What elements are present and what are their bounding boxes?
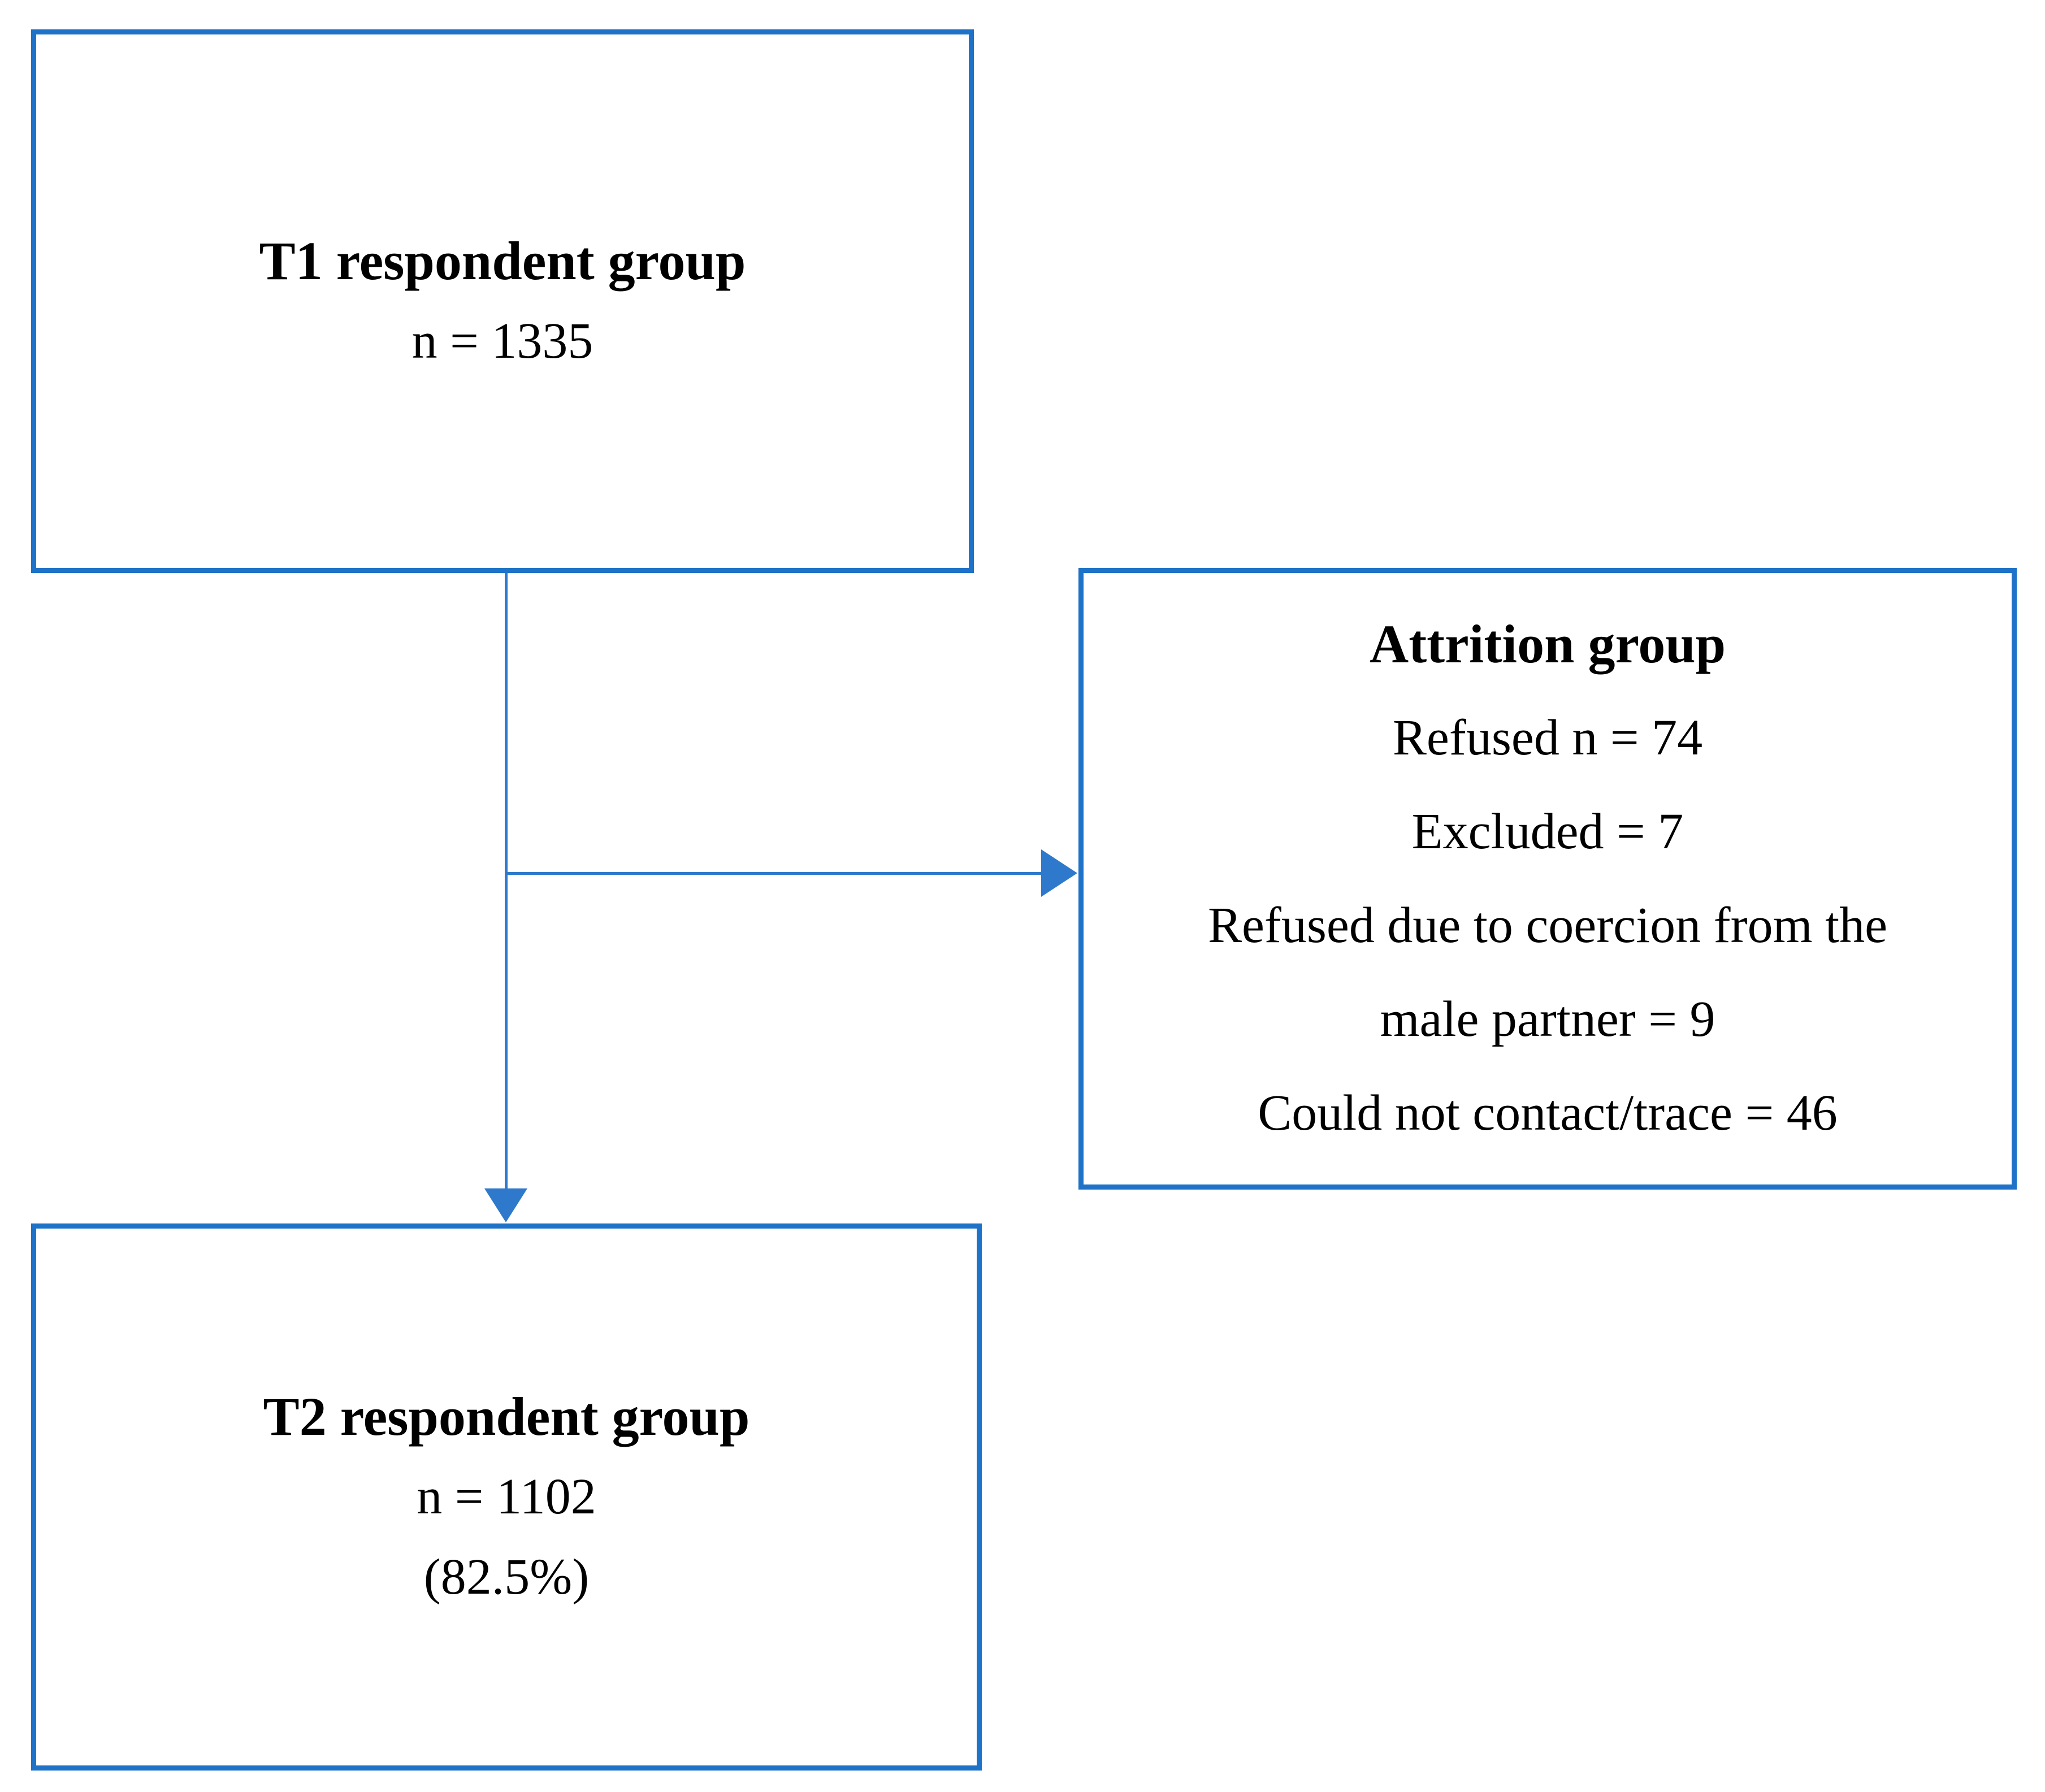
right-arrowhead-icon xyxy=(1041,849,1077,897)
attrition-excluded-line: Excluded = 7 xyxy=(1411,804,1684,860)
attrition-group-box: Attrition group Refused n = 74 Excluded … xyxy=(1078,568,2017,1190)
t1-to-t2-connector-line xyxy=(505,573,508,1190)
attrition-box-title: Attrition group xyxy=(1369,614,1726,674)
down-arrowhead-icon xyxy=(484,1188,527,1222)
t1-to-attrition-connector-line xyxy=(506,872,1043,875)
t1-respondent-group-box: T1 respondent group n = 1335 xyxy=(31,29,974,573)
t2-box-title: T2 respondent group xyxy=(263,1386,750,1447)
t2-box-count: n = 1102 xyxy=(417,1469,596,1525)
t2-respondent-group-box: T2 respondent group n = 1102 (82.5%) xyxy=(31,1223,982,1771)
t2-box-percent: (82.5%) xyxy=(423,1549,590,1605)
attrition-no-contact-line: Could not contact/trace = 46 xyxy=(1258,1085,1838,1141)
attrition-coercion-line-1: Refused due to coercion from the xyxy=(1207,897,1888,953)
attrition-refused-line: Refused n = 74 xyxy=(1392,710,1703,766)
attrition-coercion-line-2: male partner = 9 xyxy=(1380,991,1715,1047)
t1-box-title: T1 respondent group xyxy=(259,231,746,291)
t1-box-count: n = 1335 xyxy=(411,313,593,369)
